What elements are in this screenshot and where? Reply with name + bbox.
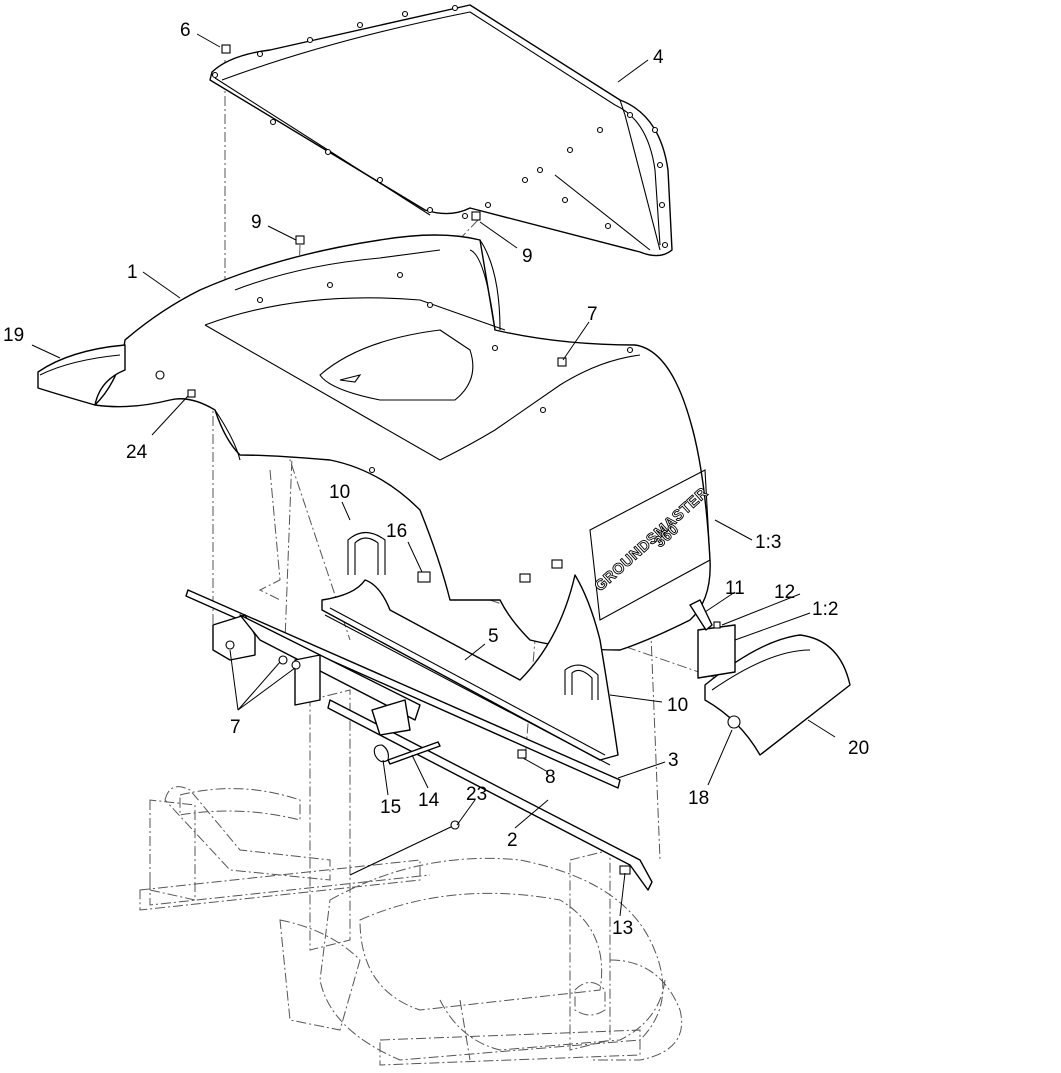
hood-fasteners	[155, 271, 634, 474]
leader-lines	[31, 33, 836, 917]
left-bracket-assembly	[212, 614, 421, 736]
callout-11: 11	[725, 578, 745, 599]
clip-part-15	[373, 744, 389, 763]
rod-part-2	[327, 699, 653, 891]
callout-9-left: 9	[251, 212, 262, 233]
callout-4: 4	[653, 47, 664, 68]
callout-20: 20	[848, 738, 869, 759]
callout-5: 5	[488, 626, 499, 647]
callout-8: 8	[545, 767, 556, 788]
callout-14: 14	[418, 790, 440, 811]
left-fender-part-19	[37, 344, 126, 406]
callout-labels: 6 4 9 9 1 19 7 24 10 16 1:3 11 12 1:2 5 …	[3, 20, 869, 939]
fasteners-misc	[187, 44, 741, 875]
callout-2: 2	[507, 830, 518, 851]
callout-9-right: 9	[522, 246, 533, 267]
callout-12: 12	[774, 582, 795, 603]
callout-10-top: 10	[329, 482, 350, 503]
hinge-plate-part-5	[321, 574, 619, 766]
hood-part-1	[94, 234, 711, 651]
top-panel-rivets	[211, 4, 669, 249]
rod-part-3	[185, 589, 621, 789]
callout-6: 6	[180, 20, 191, 41]
callout-3: 3	[668, 750, 679, 771]
callout-16: 16	[386, 521, 407, 542]
lanyard-part-23	[349, 820, 460, 876]
callout-24: 24	[126, 442, 148, 463]
callout-15: 15	[380, 797, 401, 818]
u-bolt-part-10b	[564, 664, 599, 700]
top-panel-part-4	[209, 4, 673, 257]
callout-1: 1	[127, 262, 138, 283]
callout-18: 18	[688, 788, 709, 809]
chassis-frame-phantom	[139, 689, 683, 1066]
callout-19: 19	[3, 325, 24, 346]
callout-1-2: 1:2	[812, 599, 838, 620]
u-bolt-part-10a	[347, 531, 386, 575]
bracket-part-11	[689, 599, 713, 631]
callout-7-top: 7	[587, 304, 598, 325]
callout-7-bottom: 7	[230, 717, 241, 738]
callout-1-3: 1:3	[755, 532, 781, 553]
panel-part-1-2	[697, 624, 736, 679]
callout-13: 13	[612, 918, 633, 939]
pin-part-14	[387, 741, 441, 765]
callout-10-bottom: 10	[667, 695, 688, 716]
callout-23: 23	[466, 784, 487, 805]
